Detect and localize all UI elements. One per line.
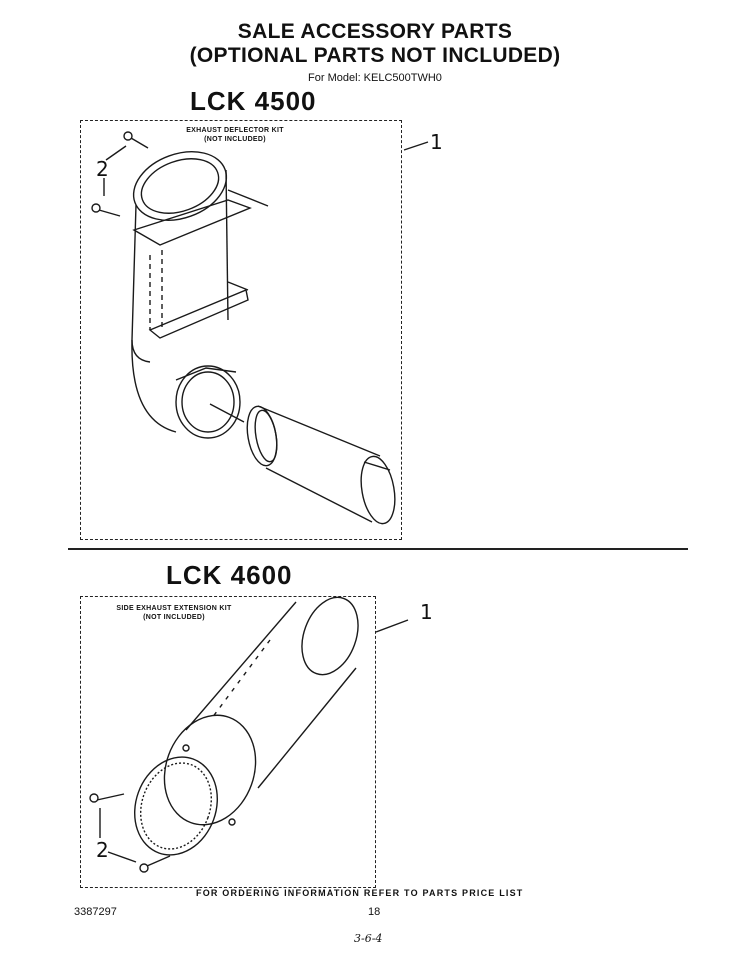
kit-b-title: LCK 4600 xyxy=(166,560,293,590)
kit-a-caption: EXHAUST DEFLECTOR KIT (NOT INCLUDED) xyxy=(180,126,290,144)
ordering-note: FOR ORDERING INFORMATION REFER TO PARTS … xyxy=(196,888,524,898)
kit-b-caption-line2: (NOT INCLUDED) xyxy=(143,614,205,621)
page-title: SALE ACCESSORY PARTS xyxy=(237,20,513,43)
kit-a-callout-2: 2 xyxy=(96,157,109,181)
kit-a-title: LCK 4500 xyxy=(190,86,317,116)
model-label: For Model: KELC500TWH0 xyxy=(308,72,442,84)
page-number: 18 xyxy=(368,906,381,918)
kit-a-frame xyxy=(80,120,402,540)
kit-b-callout-2: 2 xyxy=(96,838,109,862)
handwritten-note: 3-6-4 xyxy=(354,932,383,945)
section-divider xyxy=(68,548,688,550)
kit-a-caption-line2: (NOT INCLUDED) xyxy=(204,136,266,143)
kit-b-caption: SIDE EXHAUST EXTENSION KIT (NOT INCLUDED… xyxy=(104,604,244,622)
page-subtitle: (OPTIONAL PARTS NOT INCLUDED) xyxy=(189,44,561,67)
kit-a-caption-line1: EXHAUST DEFLECTOR KIT xyxy=(186,127,284,134)
kit-b-caption-line1: SIDE EXHAUST EXTENSION KIT xyxy=(116,605,232,612)
kit-b-frame xyxy=(80,596,376,888)
part-number: 3387297 xyxy=(74,906,117,918)
kit-b-callout-1: 1 xyxy=(420,600,433,624)
kit-a-callout-1: 1 xyxy=(430,130,443,154)
